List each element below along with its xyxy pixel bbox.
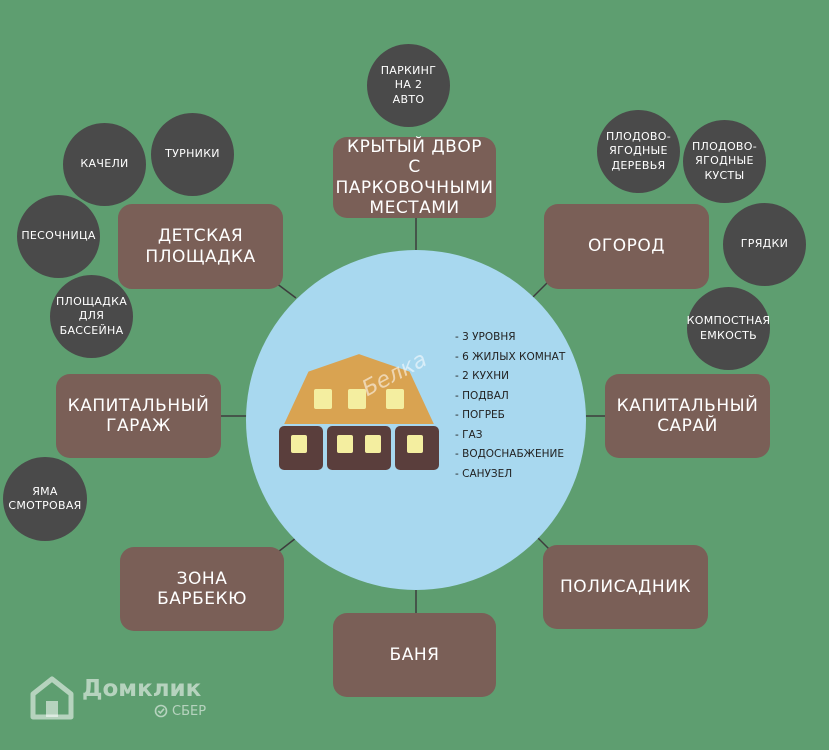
item-sandbox: ПЕСОЧНИЦА: [17, 195, 100, 278]
item-fruit-trees: ПЛОДОВО- ЯГОДНЫЕ ДЕРЕВЬЯ: [597, 110, 680, 193]
connector-playground: [275, 282, 297, 299]
feature-item: - ПОГРЕБ: [455, 409, 505, 421]
category-garage: КАПИТАЛЬНЫЙ ГАРАЖ: [56, 374, 221, 458]
brand-logo: Домклик СБЕР: [30, 675, 206, 721]
category-bath: БАНЯ: [333, 613, 496, 697]
category-garden: ОГОРОД: [544, 204, 709, 289]
house-icon: [279, 350, 439, 470]
feature-item: - ВОДОСНАБЖЕНИЕ: [455, 448, 565, 460]
item-compost: КОМПОСТНАЯ ЕМКОСТЬ: [687, 287, 770, 370]
feature-list: - 3 УРОВНЯ - 6 ЖИЛЫХ КОМНАТ - 2 КУХНИ - …: [455, 328, 565, 484]
feature-item: - 2 КУХНИ: [455, 370, 509, 382]
item-fruit-bushes: ПЛОДОВО- ЯГОДНЫЕ КУСТЫ: [683, 120, 766, 203]
category-shed: КАПИТАЛЬНЫЙ САРАЙ: [605, 374, 770, 458]
feature-item: - САНУЗЕЛ: [455, 467, 513, 480]
category-covered-yard: КРЫТЫЙ ДВОР С ПАРКОВОЧНЫМИ МЕСТАМИ: [333, 137, 496, 218]
item-swings: КАЧЕЛИ: [63, 123, 146, 206]
category-bbq: ЗОНА БАРБЕКЮ: [120, 547, 284, 631]
item-beds: ГРЯДКИ: [723, 203, 806, 286]
feature-item: - ГАЗ: [455, 428, 483, 441]
brand-sub: СБЕР: [172, 703, 207, 719]
feature-item: - 6 ЖИЛЫХ КОМНАТ: [455, 350, 566, 363]
item-pit: ЯМА СМОТРОВАЯ: [3, 457, 87, 541]
sber-check-icon: [154, 704, 168, 718]
connector-garden: [532, 281, 549, 298]
category-playground: ДЕТСКАЯ ПЛОЩАДКА: [118, 204, 283, 289]
house-logo-icon: [30, 676, 74, 720]
category-front-garden: ПОЛИСАДНИК: [543, 545, 708, 629]
item-pool: ПЛОЩАДКА ДЛЯ БАССЕЙНА: [50, 275, 133, 358]
item-parking: ПАРКИНГ НА 2 АВТО: [367, 44, 450, 127]
feature-item: - ПОДВАЛ: [455, 389, 509, 402]
feature-item: - 3 УРОВНЯ: [455, 331, 516, 343]
connector-bbq: [277, 537, 297, 553]
brand-name: Домклик: [82, 675, 202, 702]
item-bars: ТУРНИКИ: [151, 113, 234, 196]
